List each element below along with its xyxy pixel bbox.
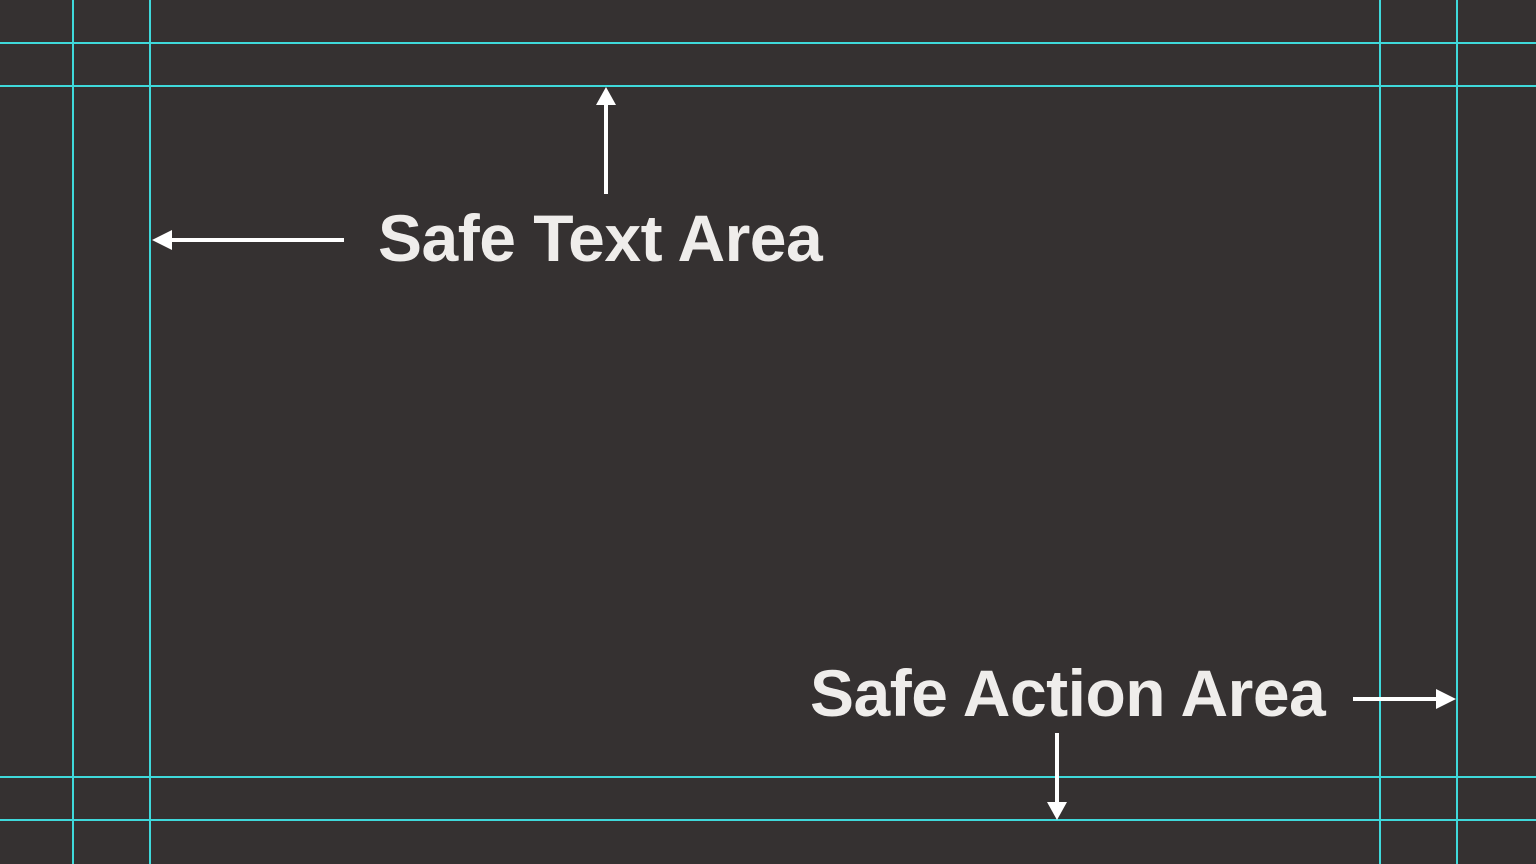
guide-line-vertical-text-right xyxy=(1379,0,1381,864)
arrow-up-icon xyxy=(596,87,616,194)
guide-line-vertical-action-right xyxy=(1456,0,1458,864)
arrow-down-icon xyxy=(1047,733,1067,820)
safe-text-area-label: Safe Text Area xyxy=(378,201,823,275)
guide-line-horizontal-text-bottom xyxy=(0,776,1536,778)
safe-action-area-label: Safe Action Area xyxy=(810,656,1326,730)
guide-line-vertical-action-left xyxy=(72,0,74,864)
guide-line-horizontal-text-top xyxy=(0,85,1536,87)
guide-line-horizontal-action-top xyxy=(0,42,1536,44)
guide-line-vertical-text-left xyxy=(149,0,151,864)
guide-line-horizontal-action-bottom xyxy=(0,819,1536,821)
arrow-left-icon xyxy=(152,230,344,250)
arrow-right-icon xyxy=(1353,689,1456,709)
